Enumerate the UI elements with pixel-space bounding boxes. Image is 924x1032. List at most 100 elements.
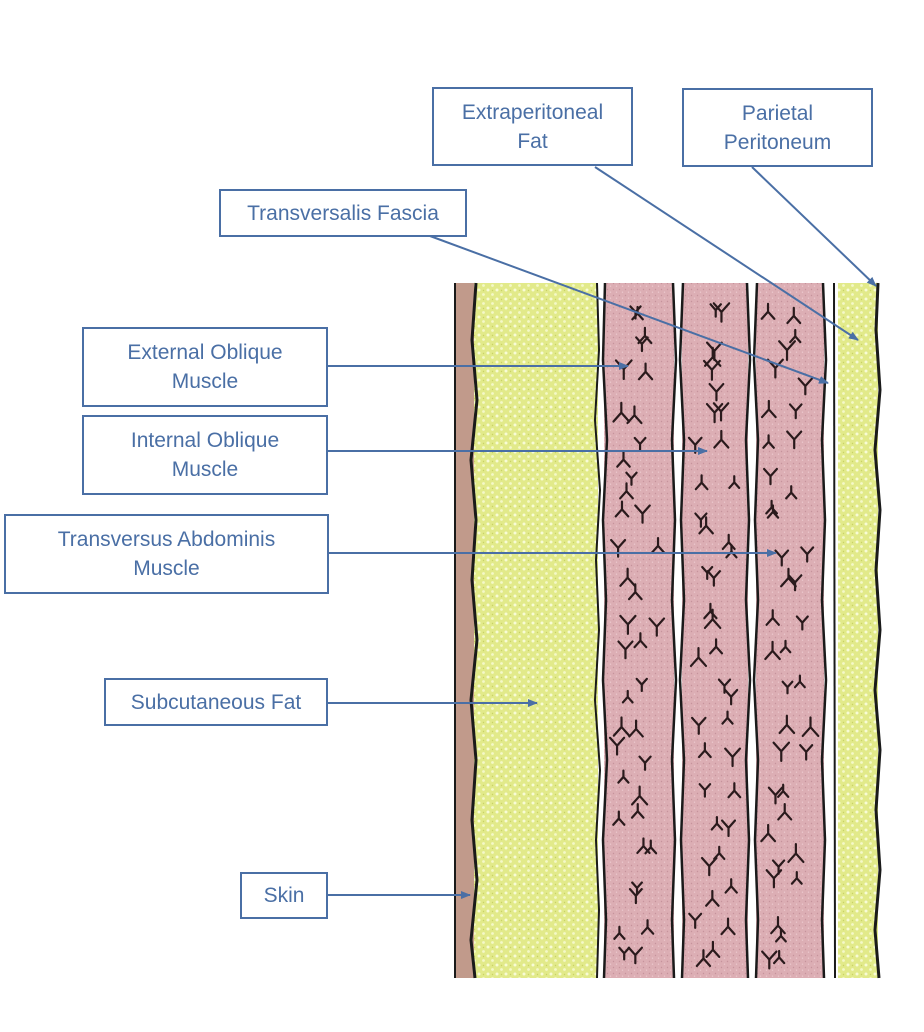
muscle-fiber-mark [700, 856, 718, 877]
muscle-fiber-mark [776, 783, 790, 798]
internal-oblique-label: Internal Oblique Muscle [82, 415, 328, 495]
internal-oblique-right-edge [744, 282, 752, 979]
muscle-fiber-mark [712, 402, 730, 422]
internal-oblique-left-edge [678, 282, 686, 979]
subcutaneous-fat-layer [474, 283, 598, 978]
skin-layer [455, 283, 474, 978]
external-oblique-layer [604, 283, 674, 978]
muscle-fiber-mark [760, 399, 777, 419]
muscle-fiber-mark [705, 940, 721, 958]
muscle-fiber-mark [617, 769, 630, 784]
muscle-fiber-mark [619, 482, 634, 500]
muscle-fiber-mark [612, 401, 631, 423]
muscle-fiber-mark [619, 614, 637, 635]
muscle-fiber-mark [617, 640, 634, 660]
muscle-fiber-mark [634, 504, 651, 524]
muscle-fiber-mark [788, 403, 803, 420]
muscle-fiber-mark [774, 549, 790, 567]
muscle-fiber-mark [608, 736, 626, 756]
arrow-parietal-peritoneum [751, 166, 877, 287]
extraperitoneal-fat-label: Extraperitoneal Fat [432, 87, 633, 166]
muscle-fiber-mark [631, 785, 649, 806]
muscle-fiber-mark [619, 567, 636, 587]
subcutaneous-fat-label: Subcutaneous Fat [104, 678, 328, 726]
muscle-fiber-mark [702, 359, 721, 381]
parietal-peritoneum-label: Parietal Peritoneum [682, 88, 873, 167]
muscle-fiber-mark [612, 810, 626, 826]
muscle-fiber-mark [778, 340, 797, 362]
muscle-fiber-mark [689, 646, 708, 668]
muscle-fiber-mark [765, 609, 780, 626]
muscle-fiber-mark [728, 475, 741, 489]
muscle-fiber-marks [608, 302, 820, 970]
transversus-abdominis-left-edge [752, 282, 760, 979]
muscle-fiber-mark [712, 302, 731, 323]
muscle-fiber-mark [630, 803, 645, 819]
fat-fascia-boundary [593, 282, 602, 979]
muscle-fiber-mark [720, 917, 736, 936]
muscle-fiber-mark [785, 485, 798, 500]
muscle-fiber-mark [724, 878, 738, 894]
muscle-fiber-mark [787, 574, 803, 592]
muscle-fiber-mark [781, 680, 794, 695]
muscle-fiber-mark [779, 639, 792, 654]
muscle-fiber-mark [767, 786, 784, 805]
muscle-fiber-mark [724, 688, 739, 706]
muscle-fiber-mark [786, 306, 802, 325]
muscle-fiber-mark [633, 436, 647, 452]
muscle-fiber-mark [789, 328, 802, 344]
arrow-transversalis-fascia [429, 235, 829, 384]
muscle-fiber-mark [616, 450, 631, 468]
muscle-fiber-mark [698, 783, 712, 798]
muscle-fiber-mark [628, 888, 643, 905]
muscle-fiber-mark [772, 741, 791, 762]
muscle-fiber-mark [777, 802, 793, 821]
muscle-fiber-mark [713, 845, 726, 861]
muscle-fiber-mark [688, 912, 703, 929]
muscle-fiber-mark [638, 755, 652, 771]
muscle-fiber-mark [631, 881, 643, 896]
muscle-fiber-mark [797, 377, 814, 396]
muscle-fiber-mark [763, 467, 778, 486]
muscle-fiber-mark [614, 500, 630, 518]
external-oblique-right-edge [670, 282, 678, 979]
transversus-abdominis-label: Transversus Abdominis Muscle [4, 514, 329, 594]
muscle-fiber-mark [724, 747, 741, 768]
transversus-abdominis-layer [756, 283, 824, 978]
external-oblique-left-edge [601, 282, 609, 979]
muscle-fiber-mark [710, 816, 724, 831]
muscle-fiber-mark [760, 302, 776, 320]
muscle-fiber-mark [799, 744, 814, 761]
muscle-fiber-mark [713, 429, 730, 449]
muscle-fiber-mark [793, 674, 806, 689]
muscle-fiber-mark [761, 950, 778, 970]
external-oblique-label: External Oblique Muscle [82, 327, 328, 407]
muscle-fiber-mark [778, 714, 796, 735]
muscle-fiber-mark [625, 471, 638, 486]
muscle-fiber-mark [613, 925, 626, 940]
muscle-fiber-mark [637, 362, 654, 381]
muscle-fiber-mark [766, 504, 780, 519]
muscle-fiber-mark [800, 546, 815, 563]
muscle-fiber-mark [650, 536, 666, 554]
muscle-fiber-mark [720, 819, 737, 838]
leader-arrows [326, 166, 877, 899]
muscle-fiber-mark [721, 710, 734, 725]
transversalis-fascia-label: Transversalis Fascia [219, 189, 467, 237]
muscle-fiber-mark [694, 474, 709, 491]
muscle-fiber-mark [626, 405, 643, 425]
muscle-fiber-mark [633, 632, 648, 649]
muscle-fiber-mark [703, 602, 718, 620]
muscle-fiber-mark [705, 402, 724, 424]
extraperitoneal-fat-layer [838, 283, 878, 978]
muscle-fiber-mark [697, 742, 712, 759]
muscle-fiber-mark [765, 869, 783, 889]
transversus-abdominis-right-edge [820, 282, 828, 979]
internal-oblique-layer [682, 283, 748, 978]
muscle-fiber-mark [772, 949, 786, 965]
muscle-fiber-mark [795, 615, 809, 631]
arrow-extraperitoneal-fat [594, 166, 859, 341]
muscle-fiber-mark [760, 823, 777, 843]
muscle-fiber-mark [705, 889, 720, 907]
